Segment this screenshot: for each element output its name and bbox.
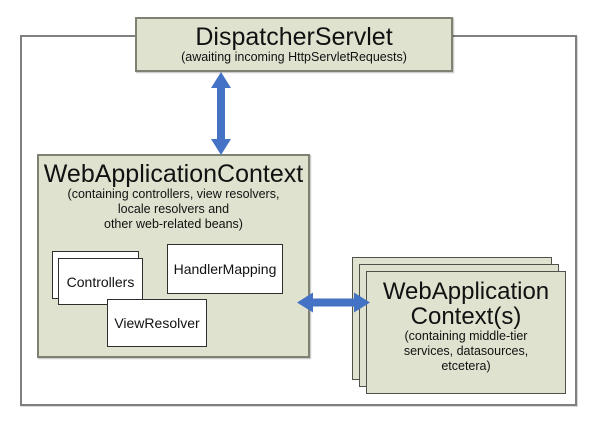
middle-tier-subtitle-line-1: (containing middle-tier [404, 329, 528, 344]
arrow-shape [297, 292, 370, 313]
wac-subtitle-line-2: locale resolvers and [117, 202, 230, 216]
wac-subtitle-line-1: (containing controllers, view resolvers, [67, 187, 280, 202]
middle-tier-title-line-2: Context(s) [410, 303, 522, 331]
bidirectional-arrow-vertical-icon [211, 72, 231, 155]
wac-subtitle-line-3: other web-related beans) [104, 216, 243, 231]
middle-tier-subtitle-line-3: etcetera) [441, 358, 491, 373]
middle-tier-context-box: WebApplication Context(s) (containing mi… [366, 271, 566, 394]
controllers-label: Controllers [66, 273, 135, 290]
controllers-box: Controllers [58, 258, 143, 305]
middle-tier-title-line-1: WebApplication [382, 278, 550, 305]
arrow-shape [211, 72, 231, 155]
web-application-context-title: WebApplicationContext [43, 160, 304, 188]
web-application-context-box: WebApplicationContext (containing contro… [37, 154, 310, 358]
dispatcher-servlet-title: DispatcherServlet [195, 23, 393, 51]
handler-mapping-box: HandlerMapping [167, 244, 283, 294]
view-resolver-box: ViewResolver [107, 299, 207, 347]
dispatcher-servlet-box: DispatcherServlet (awaiting incoming Htt… [135, 17, 453, 72]
middle-tier-subtitle-line-2: services, datasources, [403, 344, 529, 359]
bidirectional-arrow-horizontal-icon [297, 292, 370, 313]
dispatcher-servlet-subtitle: (awaiting incoming HttpServletRequests) [181, 50, 407, 65]
handler-mapping-label: HandlerMapping [173, 261, 277, 277]
view-resolver-label: ViewResolver [114, 315, 200, 331]
